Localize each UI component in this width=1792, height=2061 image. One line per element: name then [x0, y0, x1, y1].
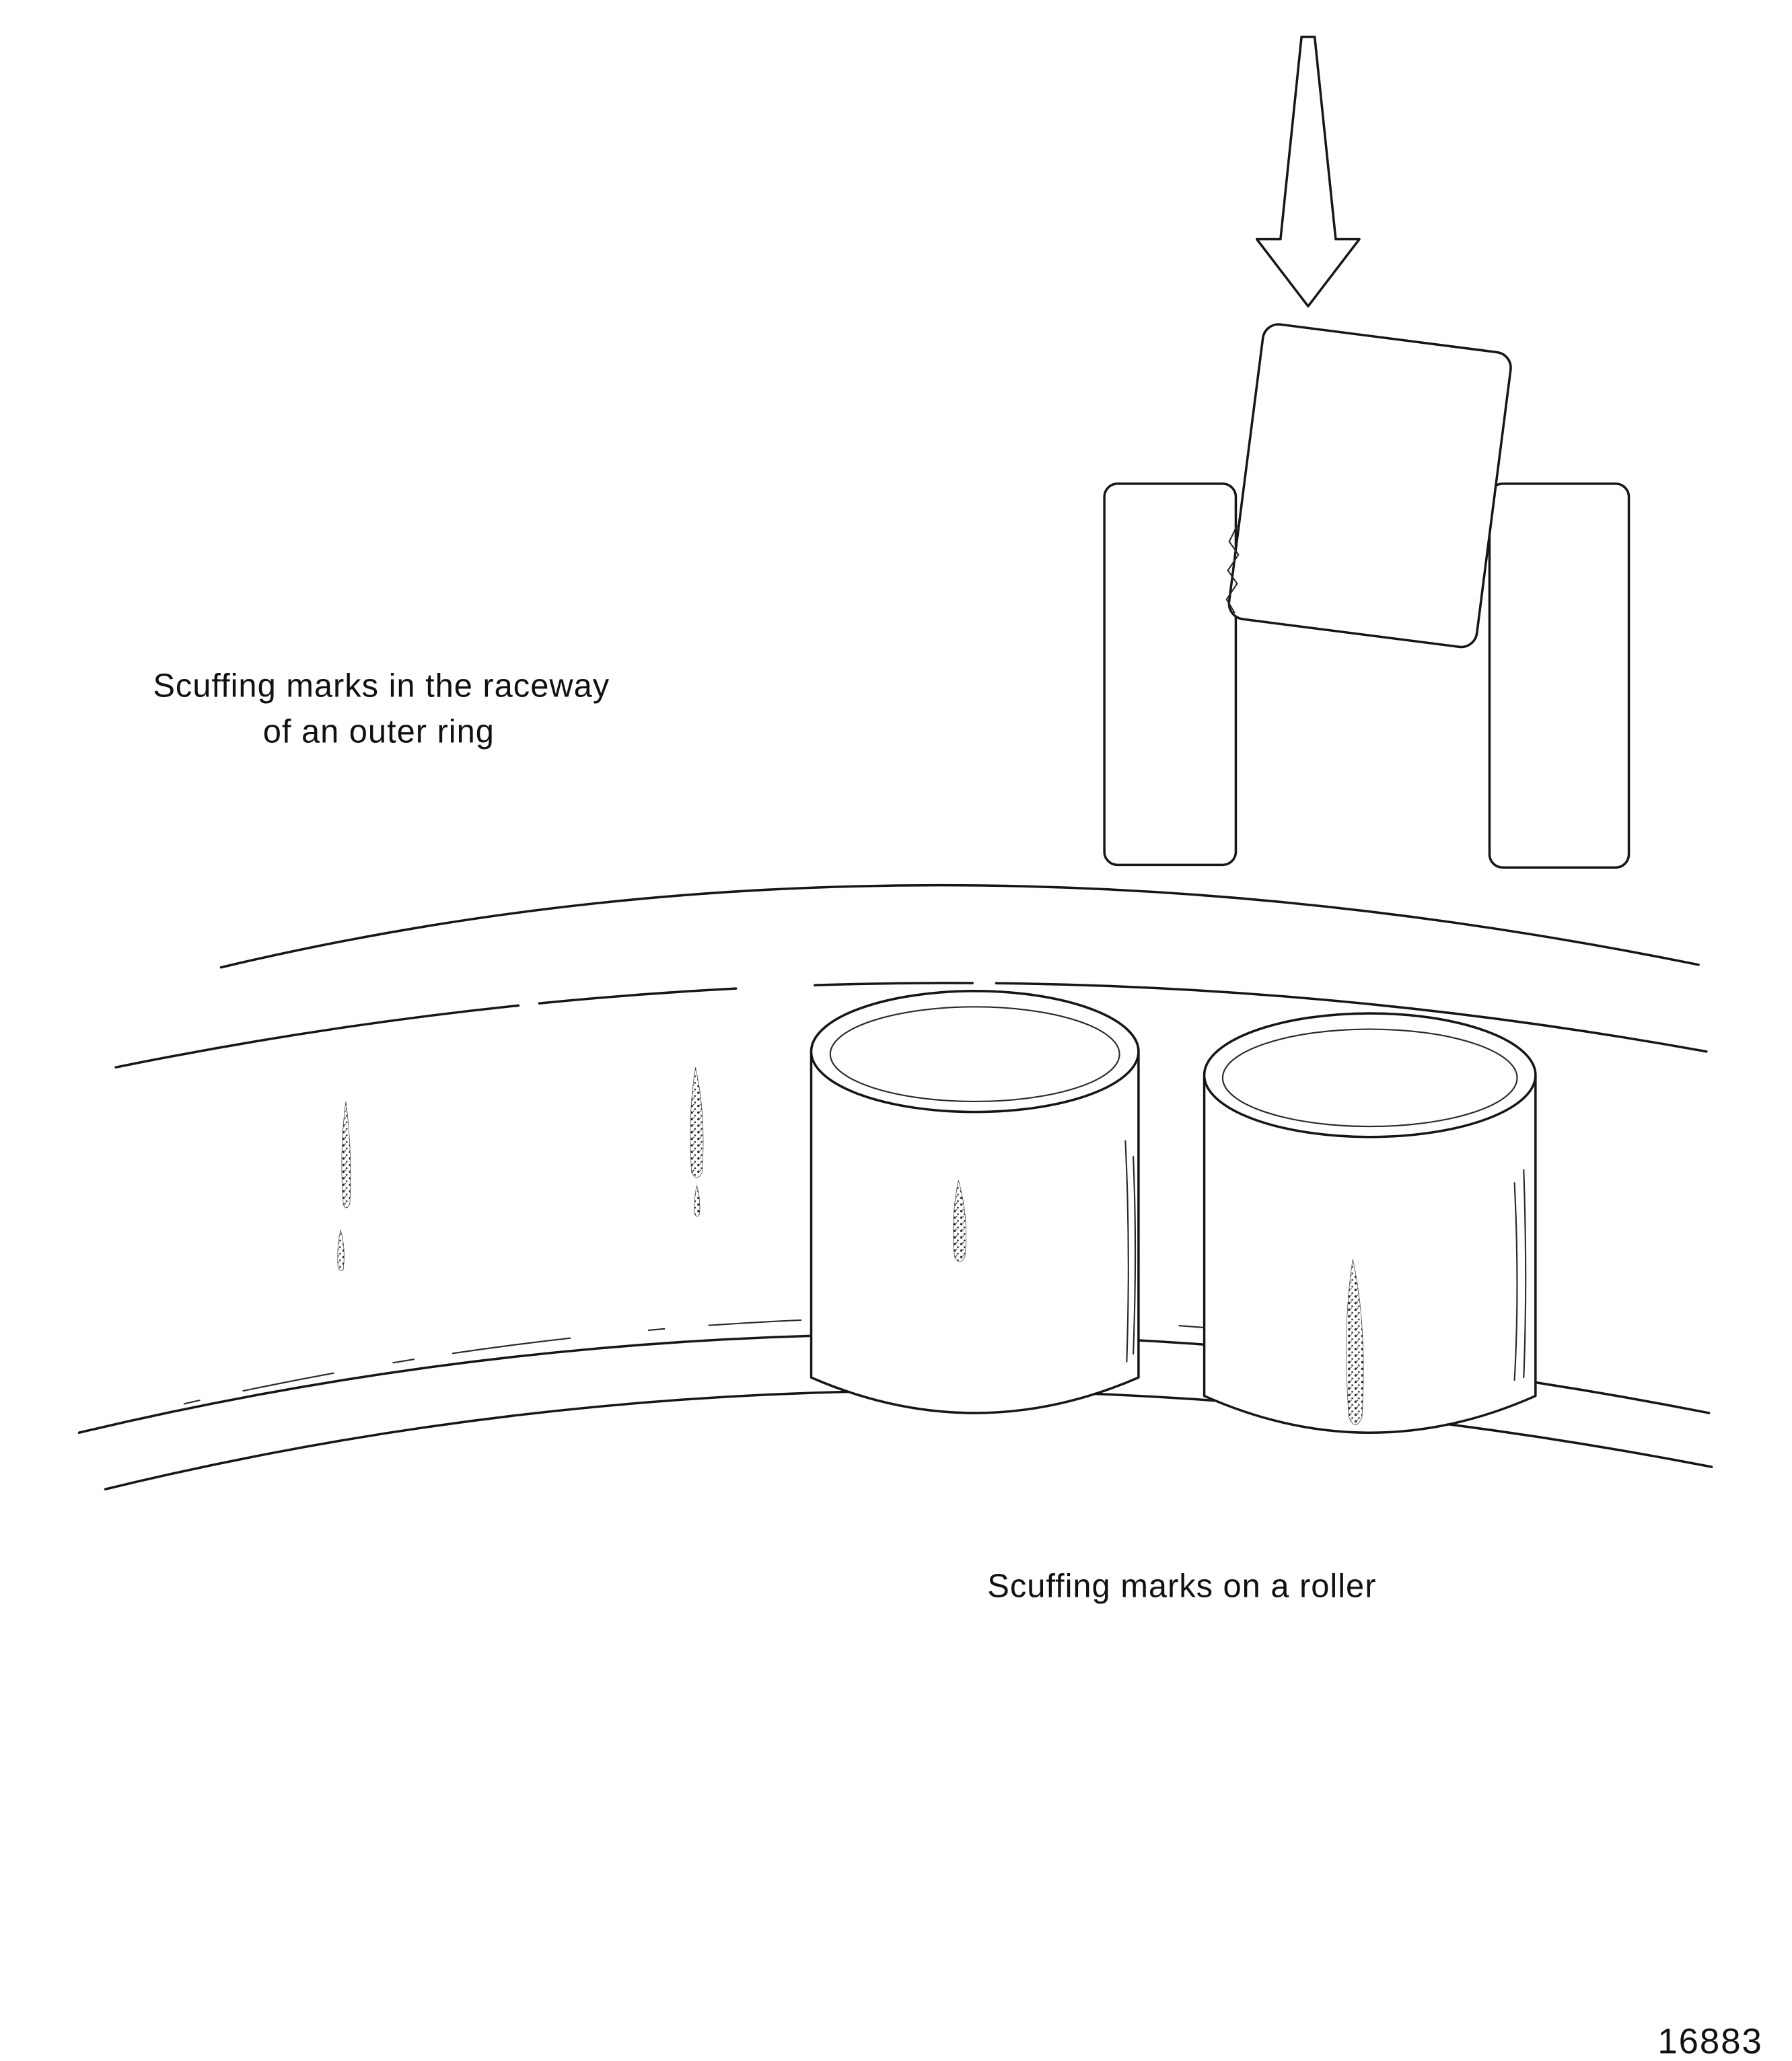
scuff-mark-roller-2: [1346, 1259, 1364, 1425]
scuff-mark-raceway-wide: [690, 1067, 704, 1178]
roller-1-shading-line: [1124, 1140, 1129, 1363]
figure-number: 16883: [1657, 2021, 1762, 2061]
misaligned-roller: [1227, 323, 1512, 649]
roller-1-top-face: [810, 990, 1140, 1114]
roller-1-shading-line: [1133, 1155, 1137, 1355]
scuff-mark-raceway-tail: [694, 1184, 701, 1217]
scuff-mark-raceway-long: [341, 1101, 351, 1208]
roller-2-shading-line: [1513, 1182, 1518, 1381]
roller-2: [1203, 1012, 1537, 1434]
cage-pocket-assembly: [1103, 323, 1630, 869]
roller-1: [810, 990, 1140, 1414]
load-arrow-outline: [1255, 35, 1361, 308]
load-arrow-icon: [1255, 35, 1361, 308]
roller-2-rim-chamfer: [1221, 1028, 1518, 1128]
scuff-mark-raceway-small: [337, 1229, 345, 1271]
cage-pocket-right: [1488, 482, 1630, 869]
roller-1-rim-chamfer: [829, 1006, 1120, 1103]
caption-roller: Scuffing marks on a roller: [987, 1568, 1376, 1604]
roller-2-shading-line: [1523, 1169, 1527, 1379]
caption-raceway-line1: Scuffing marks in the raceway: [153, 667, 610, 704]
cage-pocket-left: [1103, 482, 1238, 867]
raceway-scuff-marks: [337, 1067, 704, 1271]
scuff-mark-roller-1: [953, 1180, 967, 1262]
contact-scuff-squiggle: [1225, 525, 1240, 614]
raceway-edge-top-inner: [114, 982, 1708, 1069]
raceway-edge-top-outer: [219, 883, 1700, 969]
roller-2-top-face: [1203, 1012, 1537, 1138]
caption-raceway-line2: of an outer ring: [263, 714, 495, 750]
